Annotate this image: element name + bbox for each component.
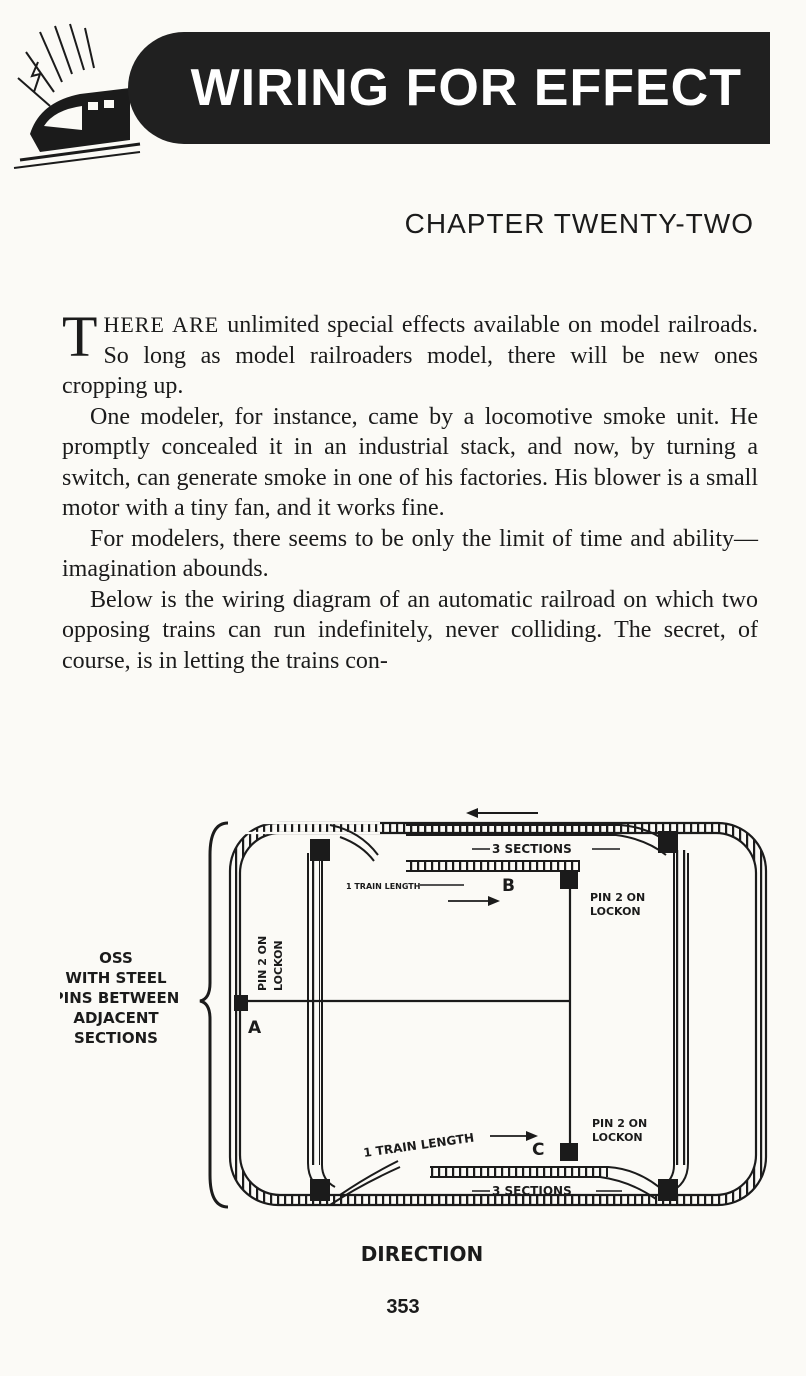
svg-text:LOCKON: LOCKON bbox=[590, 905, 641, 918]
drop-cap: T bbox=[62, 304, 98, 369]
control-wires bbox=[248, 889, 572, 1143]
svg-text:LOCKON: LOCKON bbox=[592, 1131, 643, 1144]
direction-label: DIRECTION bbox=[361, 1242, 484, 1266]
oss-line-4: ADJACENT bbox=[73, 1009, 159, 1027]
chapter-banner: WIRING FOR EFFECT bbox=[128, 32, 770, 144]
sections-bottom: 3 SECTIONS bbox=[492, 1184, 572, 1198]
pin-label-left: PIN 2 ON LOCKON bbox=[256, 936, 285, 991]
label-a: A bbox=[248, 1018, 262, 1038]
lead-in: HERE ARE bbox=[103, 312, 220, 337]
top-track bbox=[230, 808, 675, 872]
oss-line-1: OSS bbox=[99, 949, 133, 967]
label-c: C bbox=[532, 1140, 544, 1160]
speeding-locomotive-icon bbox=[13, 23, 141, 169]
svg-text:PIN 2 ON: PIN 2 ON bbox=[256, 936, 269, 991]
chapter-label: CHAPTER TWENTY-TWO bbox=[404, 208, 754, 239]
paragraph-2: One modeler, for instance, came by a loc… bbox=[62, 403, 758, 522]
lockon-boxes bbox=[234, 831, 678, 1201]
page-number: 353 bbox=[386, 1296, 420, 1318]
sections-top: 3 SECTIONS bbox=[492, 842, 572, 856]
page-title: WIRING FOR EFFECT bbox=[190, 59, 742, 117]
oss-bracket bbox=[199, 821, 229, 1209]
top-annotations: 3 SECTIONS 1 TRAIN LENGTH bbox=[346, 842, 620, 906]
bottom-annotations: 1 TRAIN LENGTH 3 SECTIONS bbox=[362, 1131, 622, 1198]
paragraph-1-text: unlimited special effects available on m… bbox=[62, 312, 758, 399]
bottom-track bbox=[329, 1160, 667, 1206]
train-length-bottom: 1 TRAIN LENGTH bbox=[362, 1131, 475, 1160]
oss-line-5: SECTIONS bbox=[74, 1029, 158, 1047]
svg-text:LOCKON: LOCKON bbox=[272, 940, 285, 991]
svg-text:PIN 2 ON: PIN 2 ON bbox=[592, 1117, 647, 1130]
oss-line-3: PINS BETWEEN bbox=[60, 989, 179, 1007]
train-length-top: 1 TRAIN LENGTH bbox=[346, 882, 420, 891]
svg-text:PIN 2 ON: PIN 2 ON bbox=[590, 891, 645, 904]
paragraph-4: Below is the wiring diagram of an automa… bbox=[62, 586, 758, 674]
oss-line-2: WITH STEEL bbox=[65, 969, 167, 987]
pin-label-c: PIN 2 ON LOCKON bbox=[592, 1117, 647, 1144]
pin-label-b: PIN 2 ON LOCKON bbox=[590, 891, 645, 918]
wiring-diagram: OSS WITH STEEL PINS BETWEEN ADJACENT SEC… bbox=[60, 808, 768, 1266]
oss-label: OSS WITH STEEL PINS BETWEEN ADJACENT SEC… bbox=[60, 949, 179, 1047]
paragraph-3: For modelers, there seems to be only the… bbox=[62, 525, 758, 583]
label-b: B bbox=[502, 876, 515, 896]
